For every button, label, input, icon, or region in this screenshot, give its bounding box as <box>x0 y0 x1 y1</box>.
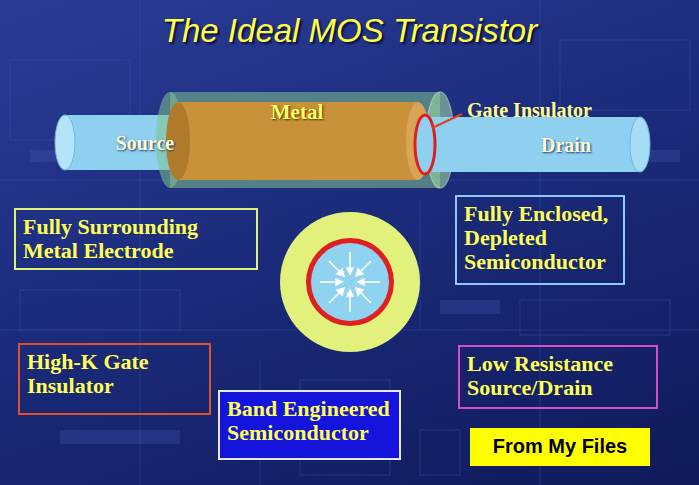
gate-wrap <box>156 92 454 188</box>
box-text: From My Files <box>493 436 627 458</box>
box-text: Band Engineered Semiconductor <box>227 397 392 445</box>
feature-box: Band Engineered Semiconductor <box>218 390 401 460</box>
feature-box: High-K Gate Insulator <box>18 343 211 415</box>
part-label: Metal <box>271 100 323 125</box>
part-label: Source <box>116 132 175 155</box>
box-text: Fully Surrounding Metal Electrode <box>23 215 228 263</box>
box-text: Fully Enclosed, Depleted Semiconductor <box>464 202 614 273</box>
feature-box: Fully Enclosed, Depleted Semiconductor <box>455 195 625 285</box>
callout-label: Gate Insulator <box>467 99 592 122</box>
box-text: Low Resistance Source/Drain <box>467 352 647 400</box>
feature-box: Fully Surrounding Metal Electrode <box>14 208 258 270</box>
slide-title: The Ideal MOS Transistor <box>0 12 699 50</box>
part-label: Drain <box>541 134 591 157</box>
source-tag: From My Files <box>470 428 650 466</box>
leader-line <box>432 114 462 128</box>
feature-box: Low Resistance Source/Drain <box>458 345 658 409</box>
box-text: High-K Gate Insulator <box>27 350 197 398</box>
drain-cylinder <box>415 115 650 174</box>
cross-section <box>280 212 420 352</box>
